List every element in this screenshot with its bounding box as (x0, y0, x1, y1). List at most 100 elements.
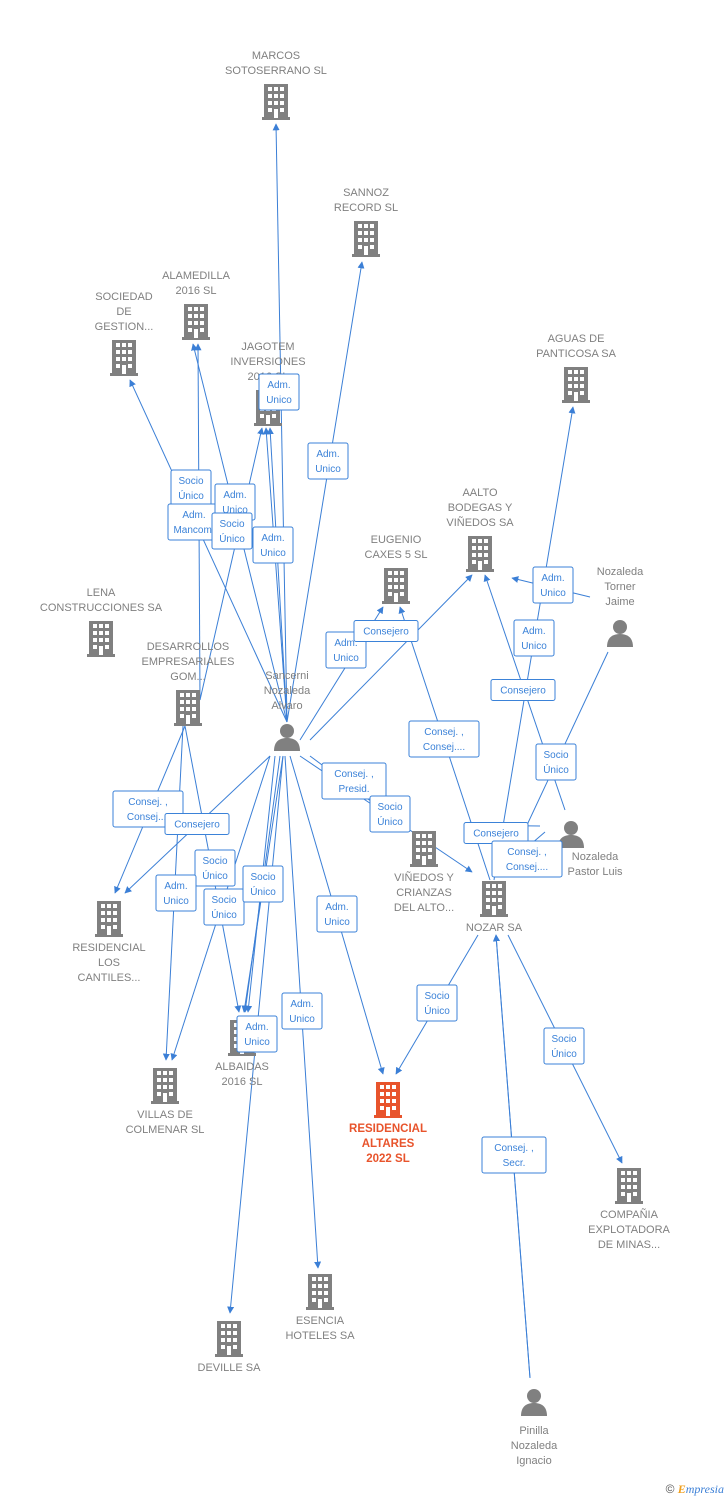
edge-label-text: Único (551, 1047, 577, 1060)
edge-label-text: Adm. (316, 449, 339, 460)
edge-label-text: Único (377, 815, 403, 828)
node-sociedad[interactable]: SOCIEDADDEGESTION... (95, 291, 154, 376)
edge-label-text: Adm. (182, 510, 205, 521)
node-label-line: GOM... (170, 671, 205, 683)
footer-brand[interactable]: © Empresia (666, 1482, 724, 1497)
edge-label-sancerni-vinedos[interactable]: Consejero (463, 822, 529, 844)
edge-label-text: Adm. (245, 1022, 268, 1033)
node-marcos[interactable]: MARCOS SOTOSERRANO SL (225, 50, 327, 120)
edge-label-text: Consejero (473, 829, 519, 840)
node-label-line: DE (116, 306, 131, 318)
person-icon (274, 724, 300, 751)
edge-label-text: Consej. , (424, 727, 463, 738)
edge-label-text: Único (178, 489, 204, 502)
node-label-line: LOS (98, 957, 120, 969)
edge-label-text: Adm. (522, 626, 545, 637)
edge-label-sancerni-desarrollos[interactable]: Adm.Unico (513, 619, 555, 657)
edge-label-desarrollos-alamedilla[interactable]: Adm.Unico (252, 526, 294, 564)
node-label-line: HOTELES SA (285, 1330, 355, 1342)
node-label-line: Pinilla (519, 1425, 549, 1437)
edge-label-torner-aalto[interactable]: Consejero (490, 679, 556, 701)
node-deville[interactable]: DEVILLE SA (198, 1321, 262, 1374)
edge-label-sancerni-marcos[interactable]: Adm. Unico (307, 442, 349, 480)
building-icon (151, 1068, 179, 1104)
edge-label-text: Único (211, 908, 237, 921)
building-icon (352, 221, 380, 257)
node-label-line: ALAMEDILLA (162, 270, 231, 282)
edge-label-sancerni-cantiles[interactable]: Adm.Unico (155, 874, 197, 912)
edge-label-text: Socio (250, 872, 275, 883)
building-icon (182, 304, 210, 340)
edge-label-box (307, 442, 349, 480)
building-icon (615, 1168, 643, 1204)
edge-label-pastor-aalto[interactable]: Consej. ,Consej.... (408, 720, 480, 758)
edge-label-text: Consejero (500, 686, 546, 697)
node-label-line: BODEGAS Y (448, 502, 513, 514)
node-label-line: Nozaleda (264, 685, 311, 697)
node-label-line: Nozaleda (572, 851, 619, 863)
node-label-line: CANTILES... (78, 972, 141, 984)
edge-label-sancerni-desarrollos[interactable]: Adm.Unico (532, 566, 574, 604)
edge-label-sancerni-villas[interactable]: Adm.Unico (236, 1015, 278, 1053)
node-desarrollos[interactable]: DESARROLLOSEMPRESARIALESGOM... (142, 641, 235, 726)
node-label-line: RESIDENCIAL (349, 1123, 427, 1135)
building-icon (110, 340, 138, 376)
edge-label-sancerni-nozar[interactable]: Consej. ,Consej.... (491, 840, 563, 878)
node-label-line: SOTOSERRANO SL (225, 65, 327, 77)
edge-label-sancerni-aalto[interactable]: Consejero (353, 620, 419, 642)
edge-label-torner-nozar[interactable]: Consej. , Presid. (321, 762, 387, 800)
node-label-line: 2022 SL (366, 1153, 409, 1165)
building-icon (410, 831, 438, 867)
edge-label-text: Unico (266, 395, 292, 406)
edge-label-sancerni-albaidas[interactable]: Adm.Unico (316, 895, 358, 933)
edge-label-text: Presid. (338, 784, 369, 795)
edge-label-text: Consej. , (494, 1143, 533, 1154)
edge-label-box (281, 992, 323, 1030)
node-cantiles[interactable]: RESIDENCIALLOSCANTILES... (72, 901, 146, 984)
node-nozar[interactable]: NOZAR SA (466, 881, 523, 934)
edge-label-sancerni-albaidas[interactable]: Adm.Unico (281, 992, 323, 1030)
person-icon (607, 620, 633, 647)
building-icon (262, 84, 290, 120)
edge-label-box (491, 840, 563, 878)
node-label-line: MARCOS (252, 50, 300, 62)
node-label-line: DESARROLLOS (147, 641, 230, 653)
node-label-line: CRIANZAS (396, 887, 452, 899)
node-esencia[interactable]: ESENCIA HOTELES SA (285, 1274, 355, 1342)
node-label-line: RECORD SL (334, 202, 398, 214)
node-label-line: ESENCIA (296, 1315, 345, 1327)
edge-label-pinilla-nozar[interactable]: Consej. ,Secr. (481, 1136, 547, 1174)
edge-sancerni-to-jagotem (266, 427, 288, 723)
edge-label-pastor-nozar[interactable]: Consejero (164, 813, 230, 835)
edge-label-text: Unico (315, 464, 341, 475)
edge-label-box (353, 620, 419, 642)
edge-label-text: Consej.... (127, 812, 169, 823)
edge-label-text: Consej. , (334, 769, 373, 780)
edge-label-sancerni-jagotem[interactable]: Adm.Unico (258, 373, 300, 411)
edge-label-text: Unico (260, 548, 286, 559)
